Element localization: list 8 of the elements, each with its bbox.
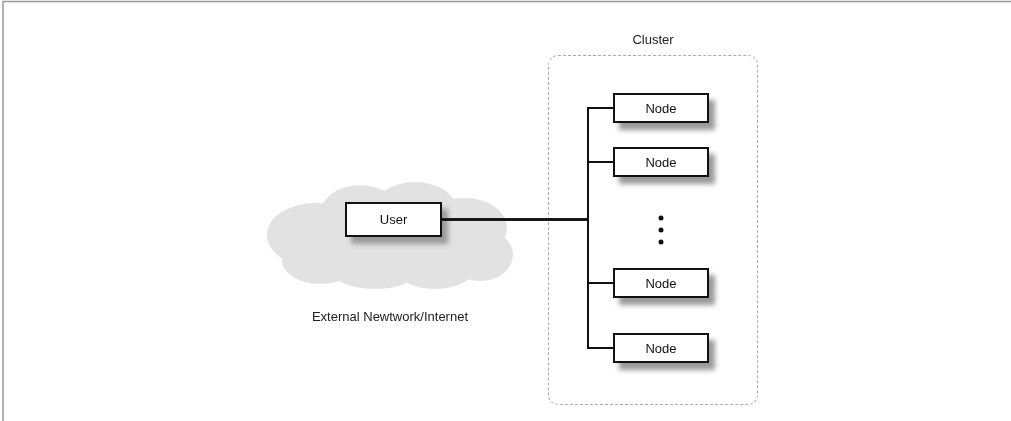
node-box: Node [613, 333, 709, 363]
node-box: Node [613, 147, 709, 177]
connector-line [441, 218, 614, 349]
node-box: User [345, 202, 442, 237]
cluster-title: Cluster [631, 32, 675, 47]
network-caption: External Newtwork/Internet [310, 308, 470, 326]
node-box: Node [613, 93, 709, 123]
node-box: Node [613, 268, 709, 298]
